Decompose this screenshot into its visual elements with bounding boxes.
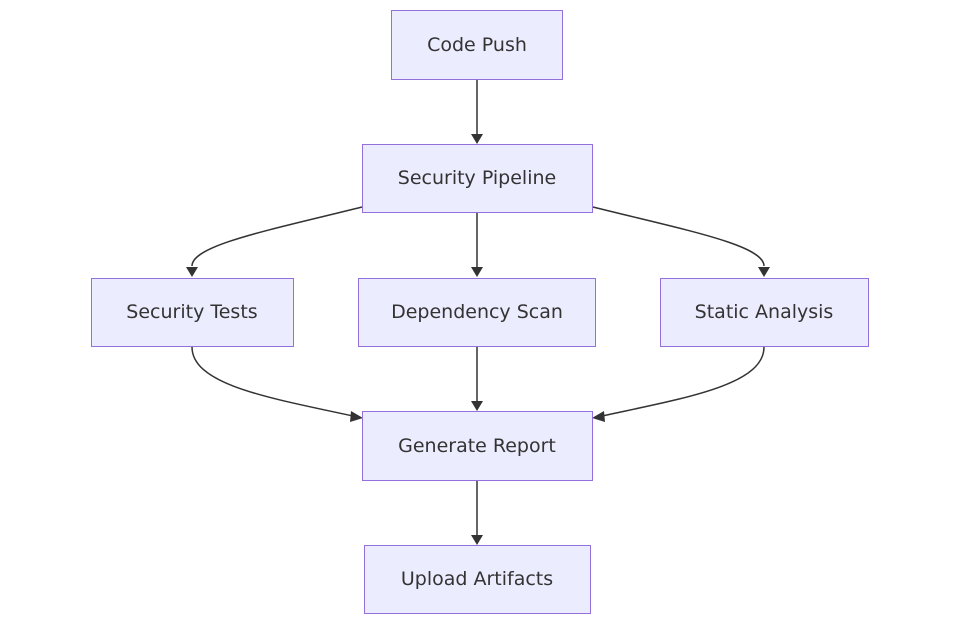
node-box (91, 278, 294, 347)
node-label: Security Tests (126, 301, 257, 323)
arrowhead-upload-artifacts (471, 535, 483, 545)
node-security-tests: Security Tests (91, 278, 294, 347)
edge-static-analysis-to-generate-report (601, 346, 765, 417)
node-label: Security Pipeline (398, 167, 556, 189)
node-upload-artifacts: Upload Artifacts (364, 545, 591, 614)
node-box (358, 278, 596, 347)
node-box (362, 144, 593, 213)
arrowhead-security-tests (186, 267, 198, 277)
node-label: Code Push (427, 34, 527, 56)
node-box (364, 545, 591, 614)
node-code-push: Code Push (391, 10, 563, 80)
node-static-analysis: Static Analysis (660, 278, 869, 347)
arrowhead-dependency-scan (471, 267, 483, 277)
arrowhead-generate-report-left (350, 411, 363, 422)
arrowhead-static-analysis (758, 267, 770, 277)
node-label: Static Analysis (695, 301, 834, 323)
node-box (391, 10, 563, 80)
edges (186, 80, 770, 545)
arrowhead-security-pipeline-top (471, 134, 483, 144)
edge-security-pipeline-to-security-tests (191, 206, 363, 267)
edge-security-pipeline-to-static-analysis (592, 206, 765, 267)
node-label: Generate Report (398, 435, 556, 457)
edge-security-tests-to-generate-report (191, 346, 354, 417)
node-label: Upload Artifacts (401, 568, 553, 590)
node-box (660, 278, 869, 347)
node-label: Dependency Scan (391, 301, 563, 323)
arrowhead-generate-report-top (471, 401, 483, 411)
node-security-pipeline: Security Pipeline (362, 144, 593, 213)
arrowhead-generate-report-right (592, 411, 605, 422)
node-generate-report: Generate Report (362, 411, 593, 481)
node-dependency-scan: Dependency Scan (358, 278, 596, 347)
node-box (362, 411, 593, 481)
